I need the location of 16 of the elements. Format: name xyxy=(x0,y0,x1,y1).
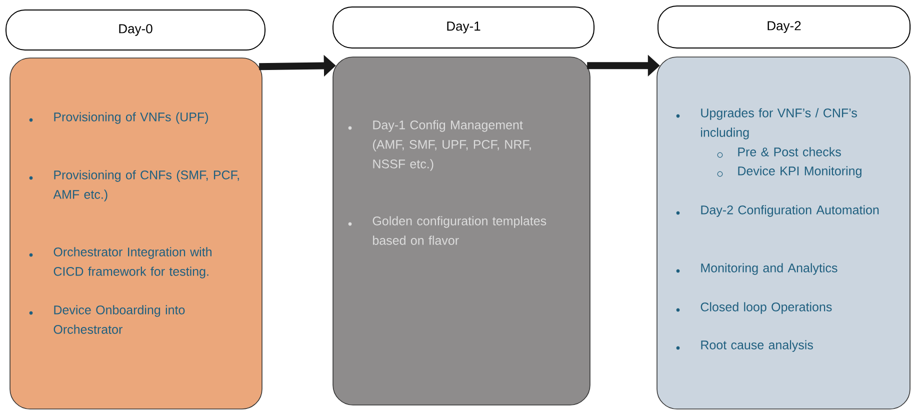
bullet-text: Golden configuration templates based on flavor xyxy=(372,216,546,245)
bullet-text: Provisioning of VNFs (UPF) xyxy=(54,112,208,124)
day-header: Day-2 xyxy=(658,6,910,48)
bullet-text: Upgrades for VNF’s / CNF’s including xyxy=(701,108,857,140)
bullet-text: Monitoring and Analytics xyxy=(701,263,838,275)
bullet-text: Provisioning of CNFs (SMF, PCF, AMF etc.) xyxy=(53,170,239,202)
bullet-text: Pre & Post checks xyxy=(738,147,841,156)
bullet-text: Closed loop Operations xyxy=(700,302,832,314)
day-header: Day-1 xyxy=(332,6,594,48)
bullet-text: Day-2 Configuration Automation xyxy=(701,205,879,217)
bullet-text: Root cause analysis xyxy=(701,340,813,352)
bullet-text: Day-1 Config Management (AMF, SMF, UPF, PCF, NRF, NSSF etc.) xyxy=(372,120,531,171)
day-header: Day-0 xyxy=(6,10,266,50)
bullet-text: Orchestrator Integration with CICD framework for testing. xyxy=(54,247,212,278)
bullet-text: Device KPI Monitoring xyxy=(738,166,862,178)
bullet-text: Device Onboarding into Orchestrator xyxy=(54,305,185,334)
